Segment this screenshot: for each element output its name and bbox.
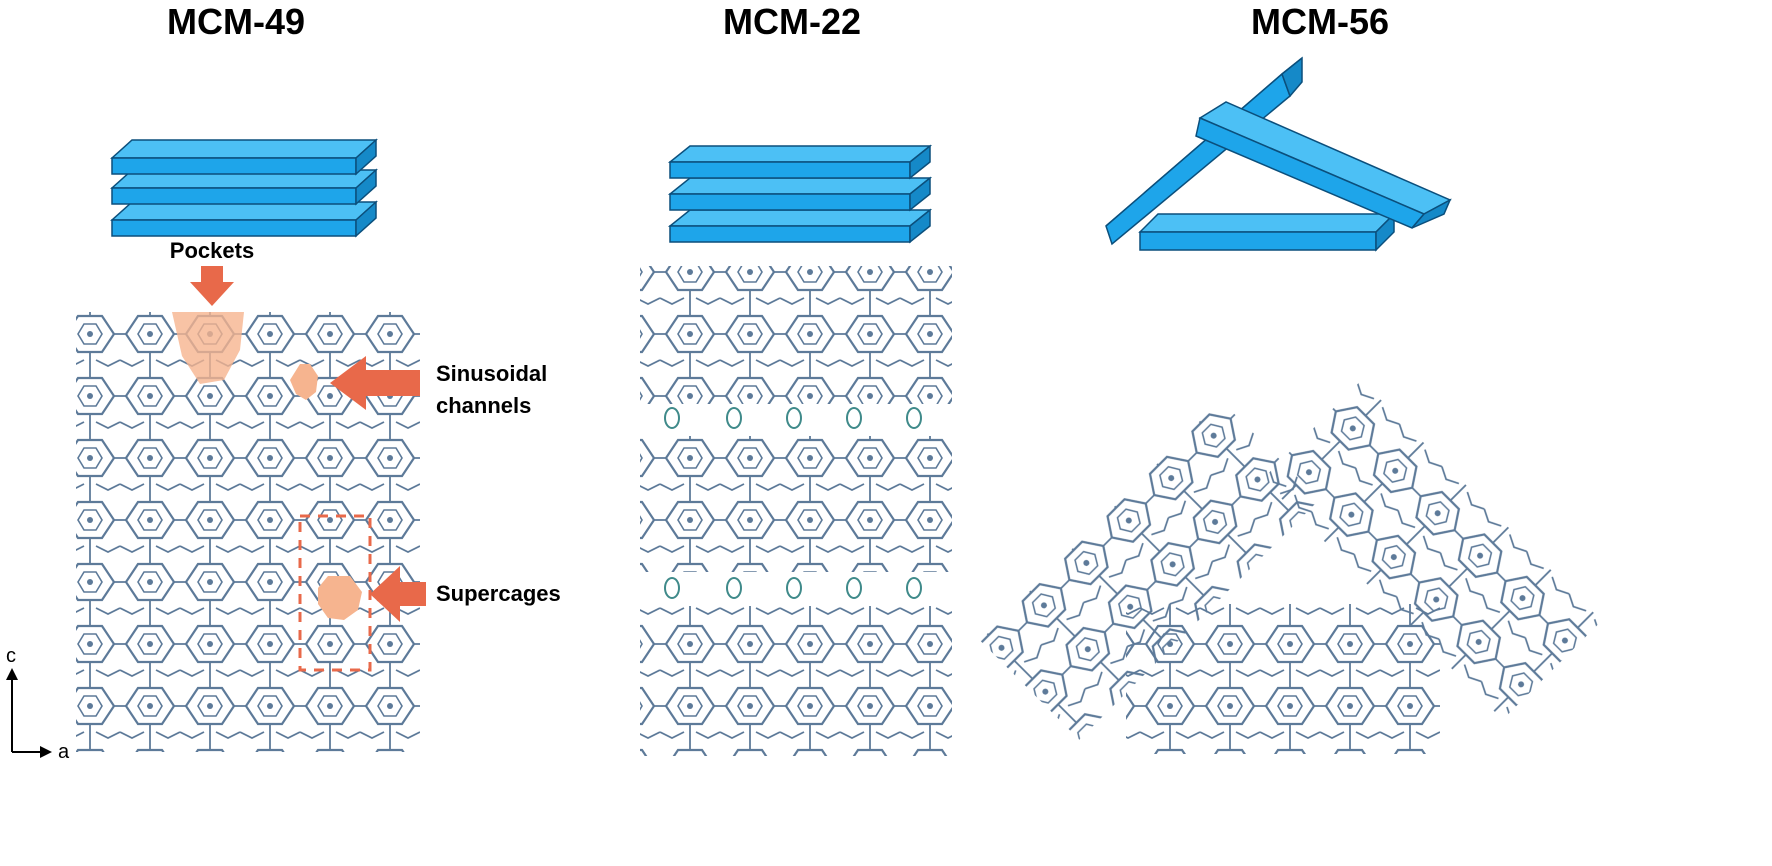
mcm49-highlights	[172, 312, 372, 672]
mcm56-framework-fragment-left	[980, 400, 1320, 740]
mcm56-framework-fragment-bottom	[1126, 604, 1440, 754]
sinusoidal-channel-highlight	[290, 364, 318, 400]
pockets-arrow	[190, 266, 234, 306]
mcm22-slab-middle	[667, 176, 933, 212]
sinusoidal-arrow	[330, 356, 420, 410]
mcm56-framework-fragment-right	[1262, 380, 1602, 720]
axis-indicator	[6, 668, 52, 758]
mcm22-slab-bottom	[667, 208, 933, 244]
mcm56-slab-group	[1105, 56, 1452, 252]
mcm49-layer-stack	[110, 138, 378, 238]
supercage-highlight	[318, 576, 362, 620]
panel-title-mcm56: MCM-56	[1251, 1, 1389, 42]
mcm22-framework-layer-middle	[640, 436, 952, 572]
mcm22-interlayer-gap-bottom	[664, 577, 922, 599]
supercages-label: Supercages	[436, 581, 561, 606]
sinusoidal-label-line2: channels	[436, 393, 531, 418]
mcm56-slab-right-diagonal	[1195, 101, 1452, 229]
supercage-outline	[298, 514, 372, 672]
mcm49-slab-bottom	[110, 200, 378, 238]
mcm22-interlayer-gap-top	[664, 407, 922, 429]
pocket-highlight	[172, 312, 244, 384]
mcm22-layer-stack	[667, 144, 933, 244]
mcm49-slab-top	[110, 138, 378, 176]
panel-title-mcm49: MCM-49	[167, 1, 305, 42]
supercages-arrow	[370, 566, 426, 622]
mcm22-slab-top	[667, 144, 933, 180]
sinusoidal-label-line1: Sinusoidal	[436, 361, 547, 386]
mcm49-slab-middle	[110, 168, 378, 206]
mcm56-slab-bottom	[1138, 212, 1396, 252]
axis-label-c: c	[6, 645, 16, 667]
panel-title-mcm22: MCM-22	[723, 1, 861, 42]
mcm22-framework-layer-top	[640, 266, 952, 404]
mcm22-framework-layer-bottom	[640, 606, 952, 756]
axis-label-a: a	[58, 741, 70, 763]
pockets-label: Pockets	[170, 238, 254, 263]
